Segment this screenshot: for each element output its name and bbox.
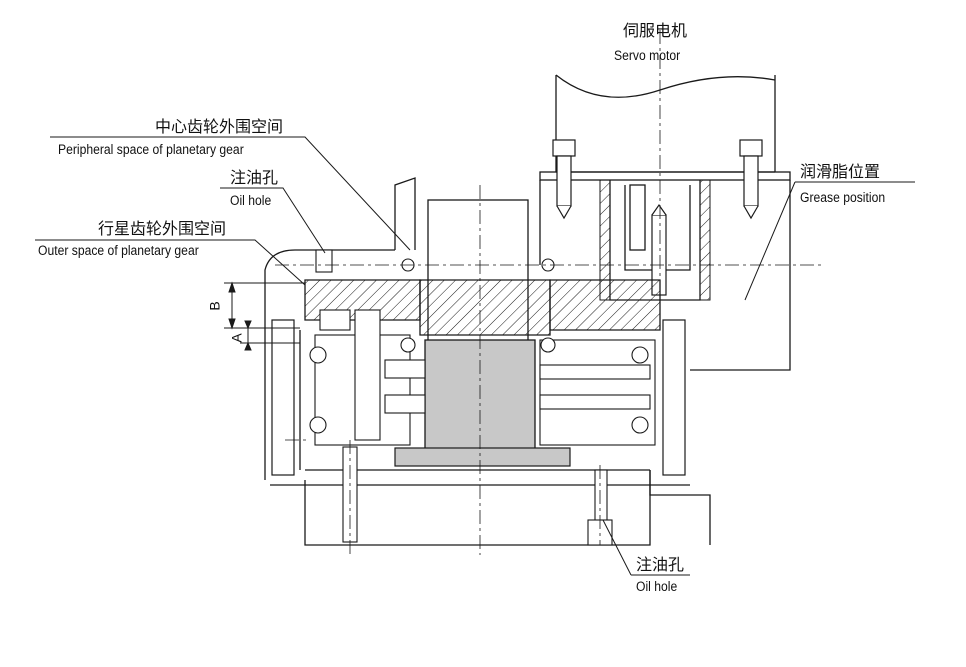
oil-hole-top-label-zh: 注油孔 xyxy=(230,170,279,187)
right-flange xyxy=(662,319,686,476)
outer-space-label-en: Outer space of planetary gear xyxy=(38,243,199,258)
dimension-lines xyxy=(224,281,305,351)
oil-hole-top-label-en: Oil hole xyxy=(230,193,272,208)
servo-motor-outline xyxy=(539,74,791,371)
dimension-a-label: A xyxy=(228,333,245,343)
motor-wall-right xyxy=(699,179,711,301)
peripheral-space-label-zh: 中心齿轮外围空间 xyxy=(155,119,284,136)
grease-position-label-en: Grease position xyxy=(800,190,886,205)
oil-hole-bottom-label-zh: 注油孔 xyxy=(636,557,685,574)
peripheral-space-label-en: Peripheral space of planetary gear xyxy=(58,142,244,157)
motor-bolts xyxy=(552,139,763,296)
left-flange xyxy=(271,319,295,476)
servo-motor-label-zh: 伺服电机 xyxy=(623,23,688,40)
outer-space-label-zh: 行星齿轮外围空间 xyxy=(98,221,227,238)
dimension-b-label: B xyxy=(206,301,223,311)
leader-lines xyxy=(35,136,915,576)
output-carrier xyxy=(394,339,571,467)
grease-position-label-zh: 润滑脂位置 xyxy=(800,164,881,181)
oil-hole-bottom-label-en: Oil hole xyxy=(636,579,678,594)
servo-motor-label-en: Servo motor xyxy=(614,48,681,63)
bearing-balls xyxy=(309,258,649,434)
centerlines xyxy=(275,30,825,555)
planet-gear-stack xyxy=(314,309,656,446)
